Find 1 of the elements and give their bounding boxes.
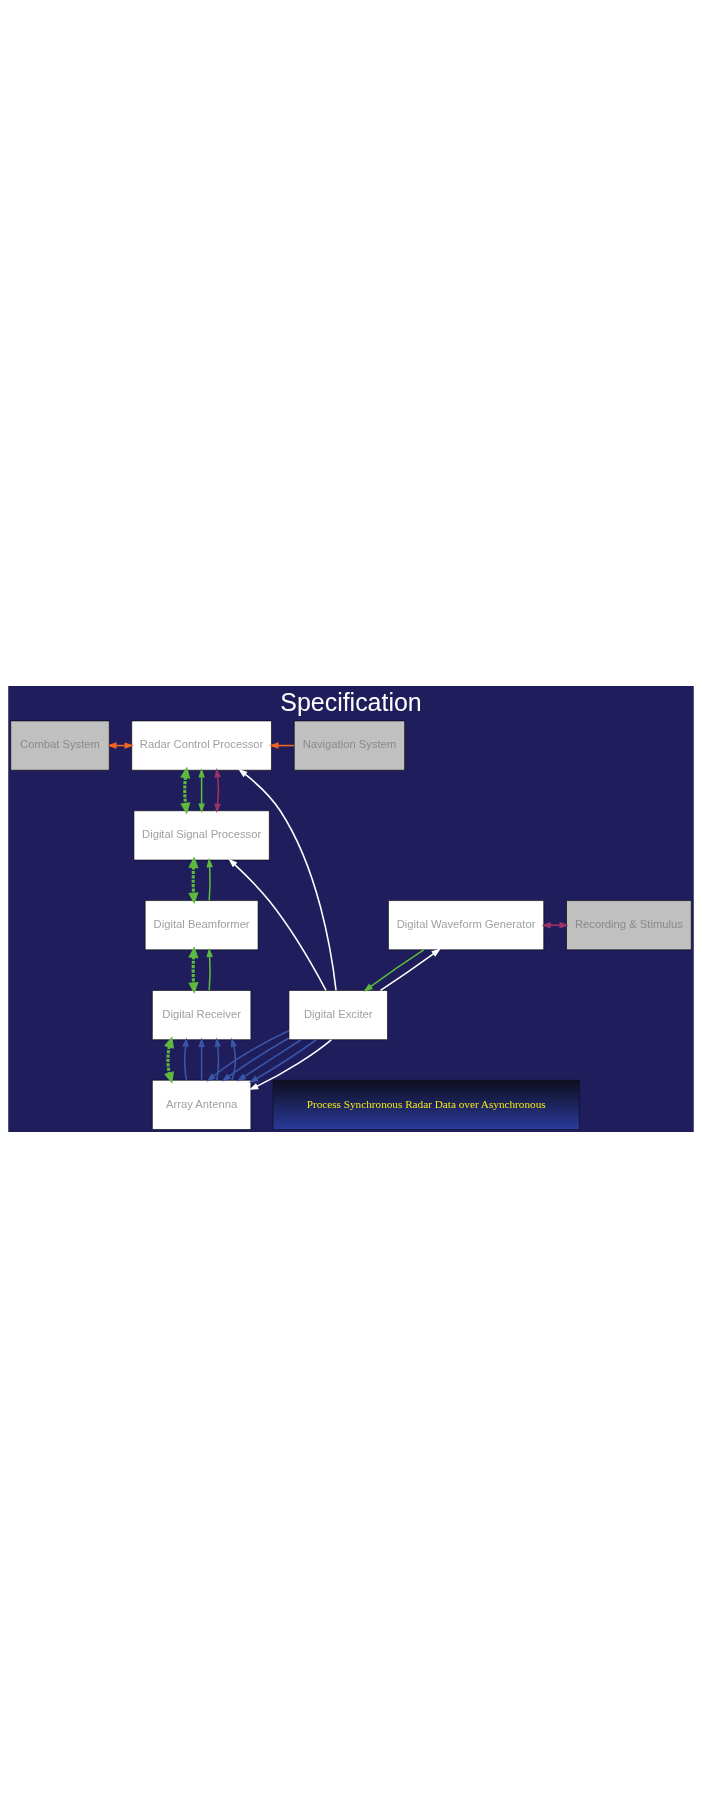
diagram-title: Specification (280, 687, 422, 716)
